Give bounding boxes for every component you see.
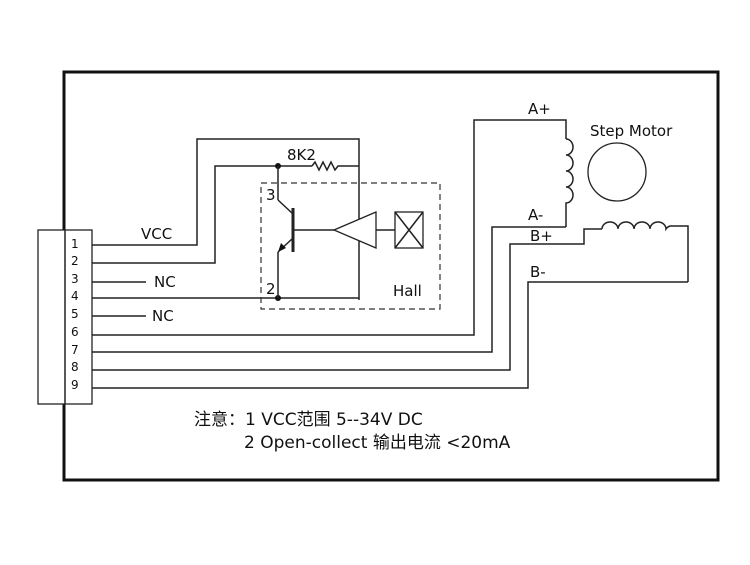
- a-minus-label: A-: [528, 206, 543, 224]
- wire-pin2-output: [92, 165, 312, 264]
- pin-label: 9: [71, 378, 79, 392]
- pin-label: 3: [71, 272, 79, 286]
- wire-pin6-a-plus: [92, 119, 567, 336]
- pin-label: 6: [71, 325, 79, 339]
- b-plus-label: B+: [530, 227, 553, 245]
- coil-a: [565, 138, 574, 227]
- connector-pins: 1 2 3 4 5 6 7 8 9: [71, 237, 79, 392]
- wire-pin8-b-plus: [92, 228, 602, 371]
- wire-pin9-b-minus: [92, 281, 688, 389]
- pin-label: 5: [71, 307, 79, 321]
- coil-b: [601, 221, 689, 282]
- transistor-pin-3: 3: [266, 186, 276, 204]
- resistor-8k2: [311, 160, 359, 172]
- pin-label: 8: [71, 360, 79, 374]
- nc-label-pin3: NC: [154, 273, 176, 291]
- pin-label: 1: [71, 237, 79, 251]
- hall-label: Hall: [393, 282, 422, 300]
- npn-transistor: [277, 166, 334, 298]
- step-motor-label: Step Motor: [590, 122, 673, 140]
- transistor-pin-2: 2: [266, 280, 276, 298]
- nc-label-pin5: NC: [152, 307, 174, 325]
- wire-pin1-vcc: [92, 138, 360, 300]
- pin-label: 4: [71, 289, 79, 303]
- a-plus-label: A+: [528, 100, 551, 118]
- note-line-2: 2 Open-collect 输出电流 <20mA: [244, 433, 511, 453]
- pin-label: 7: [71, 343, 79, 357]
- note-line-1: 注意：1 VCC范围 5--34V DC: [194, 410, 423, 430]
- step-motor-circle: [587, 142, 647, 202]
- vcc-label: VCC: [141, 225, 172, 243]
- b-minus-label: B-: [530, 263, 546, 281]
- wire-pin7-a-minus: [92, 226, 566, 353]
- hall-sensor-box: [260, 182, 441, 310]
- amplifier-symbol: [332, 211, 377, 249]
- hall-element: [394, 211, 424, 249]
- pin-label: 2: [71, 254, 79, 268]
- resistor-label: 8K2: [287, 146, 316, 164]
